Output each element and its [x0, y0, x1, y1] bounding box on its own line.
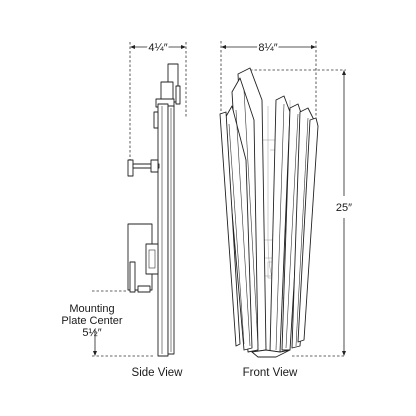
side-width-dimension: [129, 42, 187, 172]
front-width-label: 8¼″: [258, 42, 277, 54]
side-view-label: Side View: [132, 367, 184, 379]
side-fixture-top: [155, 63, 181, 108]
front-view-label: Front View: [243, 367, 298, 379]
mounting-label-line1: Mounting: [69, 303, 114, 315]
height-label: 25″: [336, 202, 352, 214]
side-wall-bracket: [127, 159, 160, 177]
height-dimension: [250, 69, 346, 357]
front-blades-right: [269, 95, 319, 353]
front-blades-left: [219, 67, 267, 353]
front-base: [251, 349, 291, 358]
front-view-drawing: 8¼″: [219, 40, 346, 358]
side-mounting-plate: [127, 223, 159, 293]
mounting-label-line2: Plate Center: [61, 315, 122, 327]
mounting-label-line3: 5½″: [82, 327, 101, 339]
side-width-label: 4¼″: [148, 42, 167, 54]
side-fixture-body: [153, 103, 175, 357]
side-view-drawing: 4¼″: [92, 40, 187, 357]
front-width-dimension: [220, 41, 317, 122]
mounting-center-dimension: [92, 290, 154, 357]
